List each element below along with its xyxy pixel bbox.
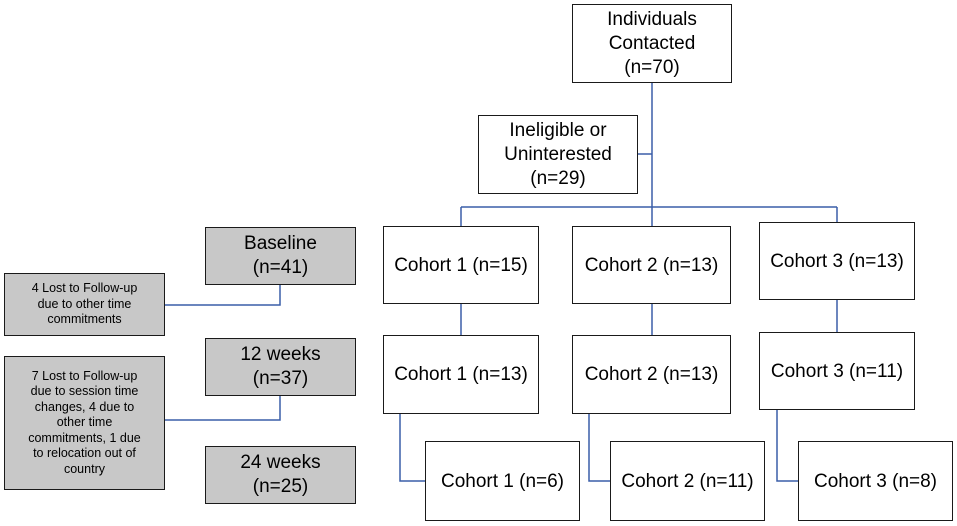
cohort-3-24wk-label: Cohort 3 (n=8) [813, 470, 938, 492]
cohort-1-12wk-box: Cohort 1 (n=13) [383, 335, 539, 414]
cohort-1-baseline-box: Cohort 1 (n=15) [383, 226, 539, 304]
cohort-2-24wk-label: Cohort 2 (n=11) [621, 470, 754, 492]
cohort-3-12wk-box: Cohort 3 (n=11) [759, 332, 915, 410]
connector-cohort-3-24wk [776, 409, 798, 482]
ineligible-label: Ineligible or Uninterested (n=29) [504, 119, 612, 189]
cohort-1-24wk-label: Cohort 1 (n=6) [440, 470, 565, 492]
cohort-1-baseline-label: Cohort 1 (n=15) [394, 254, 528, 276]
cohort-2-baseline-box: Cohort 2 (n=13) [572, 226, 731, 304]
cohort-1-12wk-label: Cohort 1 (n=13) [394, 364, 528, 385]
week24-box: 24 weeks (n=25) [205, 446, 356, 504]
connector-cohort-2-24wk [588, 414, 610, 482]
contacted-label: Individuals Contacted (n=70) [607, 8, 697, 78]
contacted-box: Individuals Contacted (n=70) [572, 4, 732, 83]
baseline-label: Baseline (n=41) [244, 233, 317, 278]
loss-baseline-label: 4 Lost to Follow-up due to other time co… [31, 281, 138, 327]
cohort-2-12wk-box: Cohort 2 (n=13) [572, 335, 731, 414]
week12-label: 12 weeks (n=37) [240, 344, 321, 389]
loss-12wk-box: 7 Lost to Follow-up due to session time … [4, 356, 165, 490]
cohort-1-24wk-box: Cohort 1 (n=6) [425, 441, 580, 521]
cohort-3-baseline-label: Cohort 3 (n=13) [770, 250, 904, 272]
loss-baseline-box: 4 Lost to Follow-up due to other time co… [4, 273, 165, 336]
cohort-3-baseline-box: Cohort 3 (n=13) [759, 222, 915, 300]
cohort-3-24wk-box: Cohort 3 (n=8) [798, 441, 953, 521]
week24-label: 24 weeks (n=25) [240, 452, 321, 497]
connector-12wk-loss [165, 396, 281, 421]
cohort-2-12wk-label: Cohort 2 (n=13) [584, 364, 719, 385]
cohort-2-baseline-label: Cohort 2 (n=13) [584, 254, 719, 276]
loss-12wk-label: 7 Lost to Follow-up due to session time … [28, 368, 141, 476]
connector-cohort-1-24wk [399, 414, 425, 482]
connector-baseline-loss [165, 285, 281, 306]
cohort-3-12wk-label: Cohort 3 (n=11) [770, 360, 904, 382]
baseline-box: Baseline (n=41) [205, 227, 356, 285]
week12-box: 12 weeks (n=37) [205, 338, 356, 396]
cohort-2-24wk-box: Cohort 2 (n=11) [610, 441, 765, 521]
ineligible-box: Ineligible or Uninterested (n=29) [478, 115, 638, 194]
